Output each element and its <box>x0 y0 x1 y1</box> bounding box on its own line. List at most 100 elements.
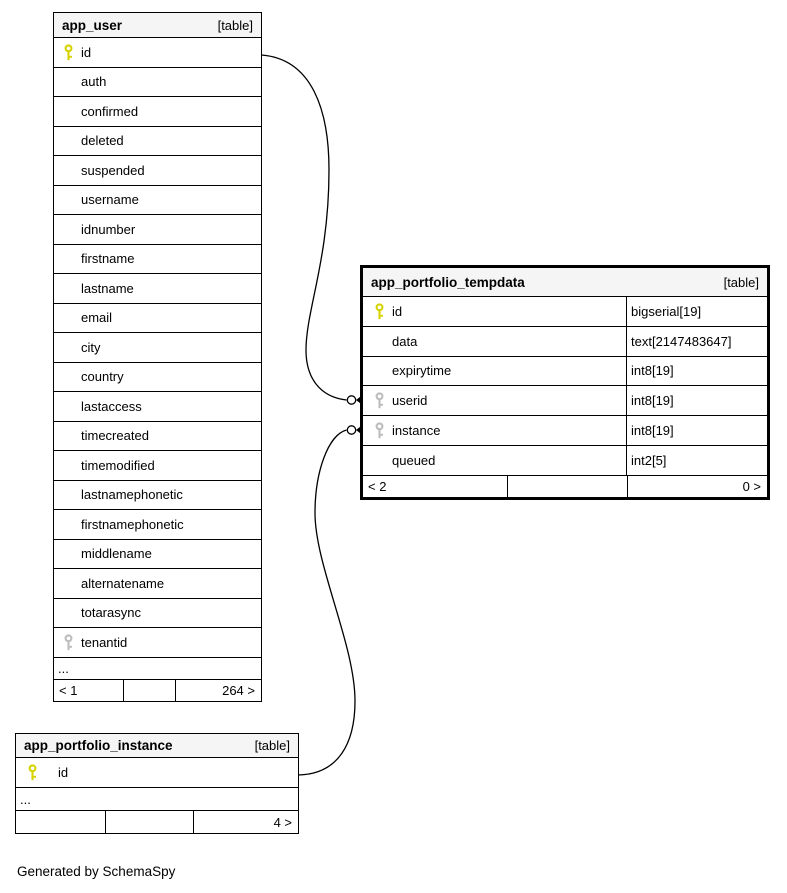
table-type-badge: [table] <box>217 17 253 33</box>
key-slot-empty <box>375 362 384 379</box>
column-row-email[interactable]: email <box>54 302 261 333</box>
column-row-country[interactable]: country <box>54 361 261 392</box>
column-name: data <box>392 333 418 349</box>
column-row-idnumber[interactable]: idnumber <box>54 214 261 244</box>
column-row-lastname[interactable]: lastname <box>54 273 261 303</box>
column-row-id[interactable]: id <box>54 37 261 67</box>
table-header[interactable]: app_portfolio_tempdata [table] <box>363 268 767 296</box>
column-row-id[interactable]: id <box>16 757 298 787</box>
key-slot <box>375 422 384 439</box>
key-slot-empty <box>64 398 73 415</box>
column-name: id <box>81 44 92 60</box>
key-slot-empty <box>375 452 384 469</box>
key-slot <box>64 634 73 651</box>
column-name: timemodified <box>81 457 155 473</box>
column-name: idnumber <box>81 221 136 237</box>
column-row-city[interactable]: city <box>54 332 261 362</box>
column-type: int2[5] <box>626 445 767 475</box>
table-title[interactable]: app_portfolio_instance <box>24 738 173 753</box>
footer-middle-cell <box>507 475 627 497</box>
table-title[interactable]: app_portfolio_tempdata <box>371 274 525 290</box>
column-row-id[interactable]: id bigserial[19] <box>363 296 767 326</box>
column-name: lastaccess <box>81 398 142 414</box>
foreign-key-icon <box>375 422 384 439</box>
column-row-lastnamephonetic[interactable]: lastnamephonetic <box>54 479 261 510</box>
footer-middle-cell <box>123 679 175 701</box>
key-slot <box>375 392 384 409</box>
column-type: text[2147483647] <box>626 326 767 356</box>
column-row-alternatename[interactable]: alternatename <box>54 568 261 598</box>
truncated-columns-row: ... <box>16 787 298 810</box>
column-name: country <box>81 369 124 385</box>
column-name: lastname <box>81 280 134 296</box>
column-row-suspended[interactable]: suspended <box>54 155 261 185</box>
table-app-user: app_user [table] id auth confirmed deleted s… <box>53 12 262 702</box>
truncated-columns-row: ... <box>54 656 261 679</box>
column-row-middlename[interactable]: middlename <box>54 538 261 569</box>
table-header[interactable]: app_portfolio_instance [table] <box>16 734 298 757</box>
column-name: confirmed <box>81 103 139 119</box>
column-row-lastaccess[interactable]: lastaccess <box>54 391 261 421</box>
column-name: totarasync <box>81 605 141 621</box>
column-row-username[interactable]: username <box>54 184 261 215</box>
footer-children-count: < 2 <box>368 478 387 494</box>
column-row-deleted[interactable]: deleted <box>54 125 261 156</box>
column-name: firstname <box>81 251 135 267</box>
column-name: auth <box>81 74 107 90</box>
column-type: int8[19] <box>626 416 767 445</box>
footer-children-count <box>16 811 105 833</box>
footer-middle-cell <box>105 811 193 833</box>
table-footer: 4 > <box>16 810 298 833</box>
column-row-confirmed[interactable]: confirmed <box>54 96 261 126</box>
column-row-auth[interactable]: auth <box>54 66 261 97</box>
key-slot-empty <box>64 73 73 90</box>
key-slot-empty <box>64 162 73 179</box>
key-slot <box>375 303 384 320</box>
column-name: deleted <box>81 133 124 149</box>
column-row-data[interactable]: data text[2147483647] <box>363 325 767 356</box>
key-slot-empty <box>64 427 73 444</box>
fk-edge-user-tempdata <box>261 54 347 401</box>
column-row-firstnamephonetic[interactable]: firstnamephonetic <box>54 509 261 539</box>
column-row-totarasync[interactable]: totarasync <box>54 597 261 628</box>
column-name: expirytime <box>392 363 452 379</box>
column-name: id <box>392 303 403 319</box>
column-name: alternatename <box>81 575 165 591</box>
key-slot-empty <box>64 368 73 385</box>
key-slot <box>64 44 73 61</box>
column-name: city <box>81 339 101 355</box>
table-type-badge: [table] <box>254 738 290 753</box>
key-slot-empty <box>64 221 73 238</box>
key-slot-empty <box>64 191 73 208</box>
key-slot-empty <box>64 103 73 120</box>
footer-parents-count: 0 > <box>627 475 767 497</box>
primary-key-icon <box>64 44 73 60</box>
key-slot-empty <box>64 339 73 356</box>
column-row-tenantid[interactable]: tenantid <box>54 627 261 657</box>
column-name: firstnamephonetic <box>81 516 184 532</box>
generator-note: Generated by SchemaSpy <box>17 864 176 879</box>
column-name: middlename <box>81 546 152 562</box>
column-row-timecreated[interactable]: timecreated <box>54 420 261 451</box>
key-slot-empty <box>375 333 384 350</box>
key-slot <box>28 764 37 781</box>
primary-key-icon <box>375 303 384 320</box>
column-type: int8[19] <box>626 386 767 416</box>
key-slot-empty <box>64 516 73 533</box>
key-slot-empty <box>64 132 73 149</box>
table-type-badge: [table] <box>723 274 759 290</box>
key-slot-empty <box>64 457 73 474</box>
foreign-key-icon <box>375 392 384 409</box>
column-type: bigserial[19] <box>626 297 767 326</box>
column-row-firstname[interactable]: firstname <box>54 243 261 274</box>
column-rows: id <box>16 757 298 787</box>
table-header[interactable]: app_user [table] <box>54 13 261 37</box>
column-row-timemodified[interactable]: timemodified <box>54 450 261 480</box>
column-name: id <box>58 765 69 780</box>
table-title[interactable]: app_user <box>62 17 123 33</box>
table-app-portfolio-instance: app_portfolio_instance [table] id ... 4 … <box>15 733 299 834</box>
